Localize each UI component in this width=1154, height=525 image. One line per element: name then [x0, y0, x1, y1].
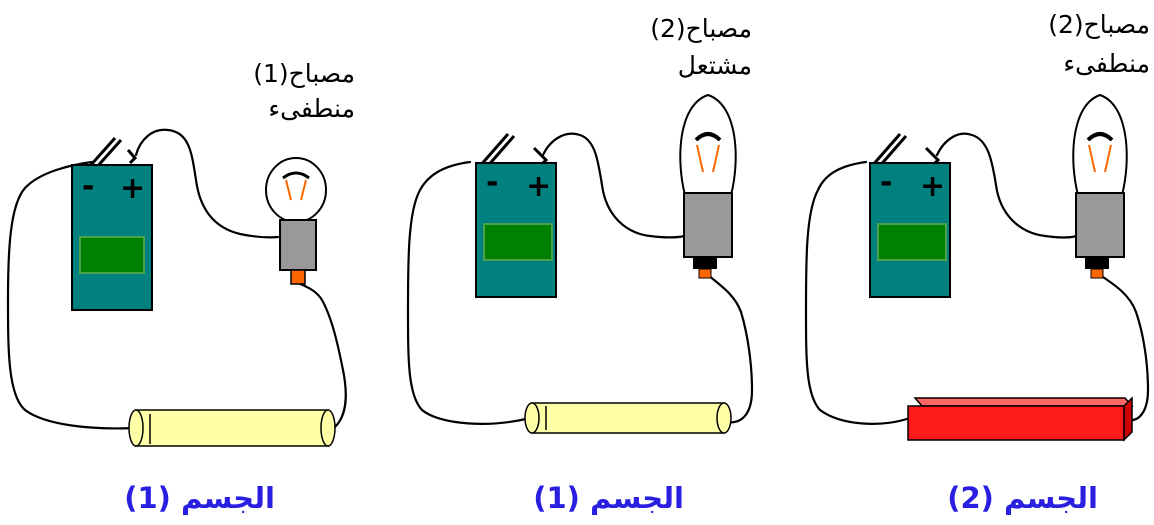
battery-plus: + [120, 171, 145, 206]
wire-top [935, 132, 1080, 239]
wire-right [296, 281, 347, 432]
wire-top [134, 128, 280, 239]
lamp-label-line1: مصباح(2) [650, 14, 752, 43]
circuit-panel-1: - + مصباح(1) منطفىء الجسم (1) [6, 59, 355, 515]
battery: - + [71, 137, 153, 311]
cylinder-body [128, 409, 336, 447]
battery-minus: - [82, 169, 94, 204]
wire-left [6, 160, 138, 430]
body-caption: الجسم (1) [124, 481, 275, 515]
body-caption: الجسم (1) [533, 481, 684, 515]
lamp-label-line2: منطفىء [1063, 49, 1150, 78]
wire-top [541, 132, 687, 239]
lamp-off-tall [1072, 93, 1128, 279]
wire-left [804, 160, 912, 425]
lamp-label-line1: مصباح(2) [1048, 10, 1150, 39]
wire-right [706, 273, 754, 424]
battery: - + [475, 133, 557, 298]
lamp-label-line2: منطفىء [268, 94, 355, 123]
block-body [907, 396, 1134, 442]
battery: - + [869, 133, 951, 298]
battery-minus: - [880, 165, 892, 200]
lamp-off-round [265, 157, 327, 285]
lamp-on-tall [679, 93, 737, 279]
battery-plus: + [920, 169, 945, 204]
circuit-panel-3: - + مصباح(2) منطفىء الجسم (2) [804, 10, 1150, 515]
cylinder-body [524, 402, 732, 434]
circuit-panel-2: - + مصباح(2) مشتعل الجسم (1) [406, 14, 754, 515]
lamp-label-line2: مشتعل [678, 51, 752, 80]
battery-plus: + [526, 169, 551, 204]
battery-minus: - [486, 165, 498, 200]
wire-right [1098, 273, 1150, 422]
body-caption: الجسم (2) [947, 481, 1098, 515]
lamp-label-line1: مصباح(1) [253, 59, 355, 88]
wire-left [406, 160, 532, 425]
